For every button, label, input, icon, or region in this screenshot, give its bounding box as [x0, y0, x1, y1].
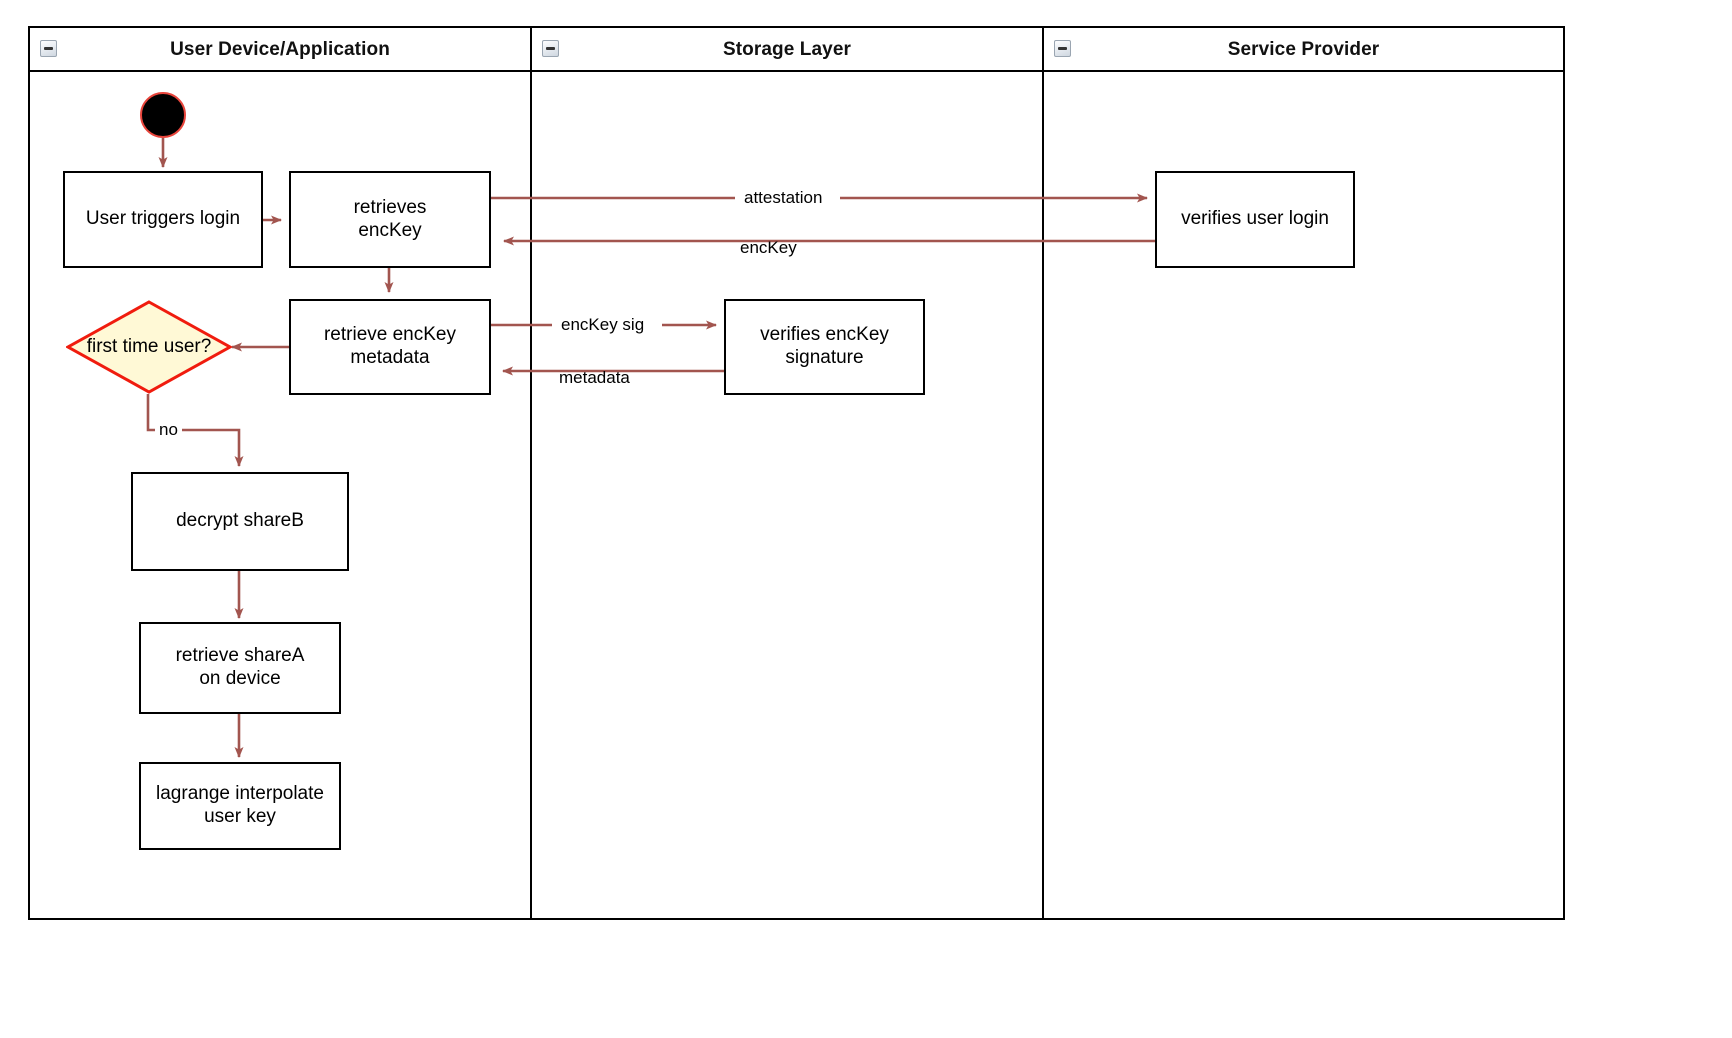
edge-label-metadata: metadata	[559, 368, 630, 387]
node-retrieve-sharea-on-device[interactable]: retrieve shareA on device	[139, 622, 341, 714]
lane-title-storage-layer: Storage Layer	[722, 39, 852, 60]
lane-divider-1	[530, 28, 532, 918]
edge-label-attestation: attestation	[740, 189, 827, 206]
node-label-line1: lagrange interpolate	[156, 783, 324, 805]
node-verifies-enckey-signature[interactable]: verifies encKey signature	[724, 299, 925, 395]
node-label-line1: retrieve shareA	[175, 645, 305, 667]
node-label-line2: on device	[199, 668, 281, 689]
node-label-line1: retrieve encKey	[323, 324, 456, 346]
decision-label-line2: user?	[163, 335, 212, 357]
minus-box-icon-storage-layer[interactable]	[542, 40, 559, 57]
lane-header-service-provider: Service Provider	[1044, 28, 1563, 72]
decision-label-line1: first time	[86, 335, 159, 357]
node-label-line2: metadata	[350, 347, 430, 368]
minus-box-icon-service-provider[interactable]	[1054, 40, 1071, 57]
lane-title-service-provider: Service Provider	[1227, 39, 1380, 60]
lane-header-user-device: User Device/Application	[30, 28, 530, 72]
node-user-triggers-login[interactable]: User triggers login	[63, 171, 263, 268]
node-label-line2: user key	[204, 806, 276, 827]
edge-label-enckey-sig: encKey sig	[557, 316, 649, 333]
node-label-line2: encKey	[358, 219, 422, 241]
edge-label-no: no	[155, 421, 182, 438]
node-first-time-user-decision[interactable]: first time user?	[66, 300, 232, 394]
start-node	[140, 92, 186, 138]
edge-label-enckey: encKey	[740, 238, 797, 257]
node-label-line1: verifies encKey	[760, 324, 889, 346]
node-label: verifies user login	[1181, 208, 1329, 230]
decision-label: first time user?	[66, 300, 232, 394]
lane-divider-2	[1042, 28, 1044, 918]
node-lagrange-interpolate-user-key[interactable]: lagrange interpolate user key	[139, 762, 341, 850]
node-retrieve-enckey-metadata[interactable]: retrieve encKey metadata	[289, 299, 491, 395]
lane-title-user-device: User Device/Application	[170, 39, 390, 60]
node-verifies-user-login[interactable]: verifies user login	[1155, 171, 1355, 268]
minus-box-icon-user-device[interactable]	[40, 40, 57, 57]
node-label: decrypt shareB	[176, 510, 304, 532]
node-retrieves-enckey[interactable]: retrieves encKey	[289, 171, 491, 268]
node-label: User triggers login	[85, 208, 241, 230]
node-decrypt-shareb[interactable]: decrypt shareB	[131, 472, 349, 571]
node-label-line2: signature	[785, 347, 864, 368]
lane-header-storage-layer: Storage Layer	[532, 28, 1042, 72]
node-label-line1: retrieves	[353, 196, 427, 218]
